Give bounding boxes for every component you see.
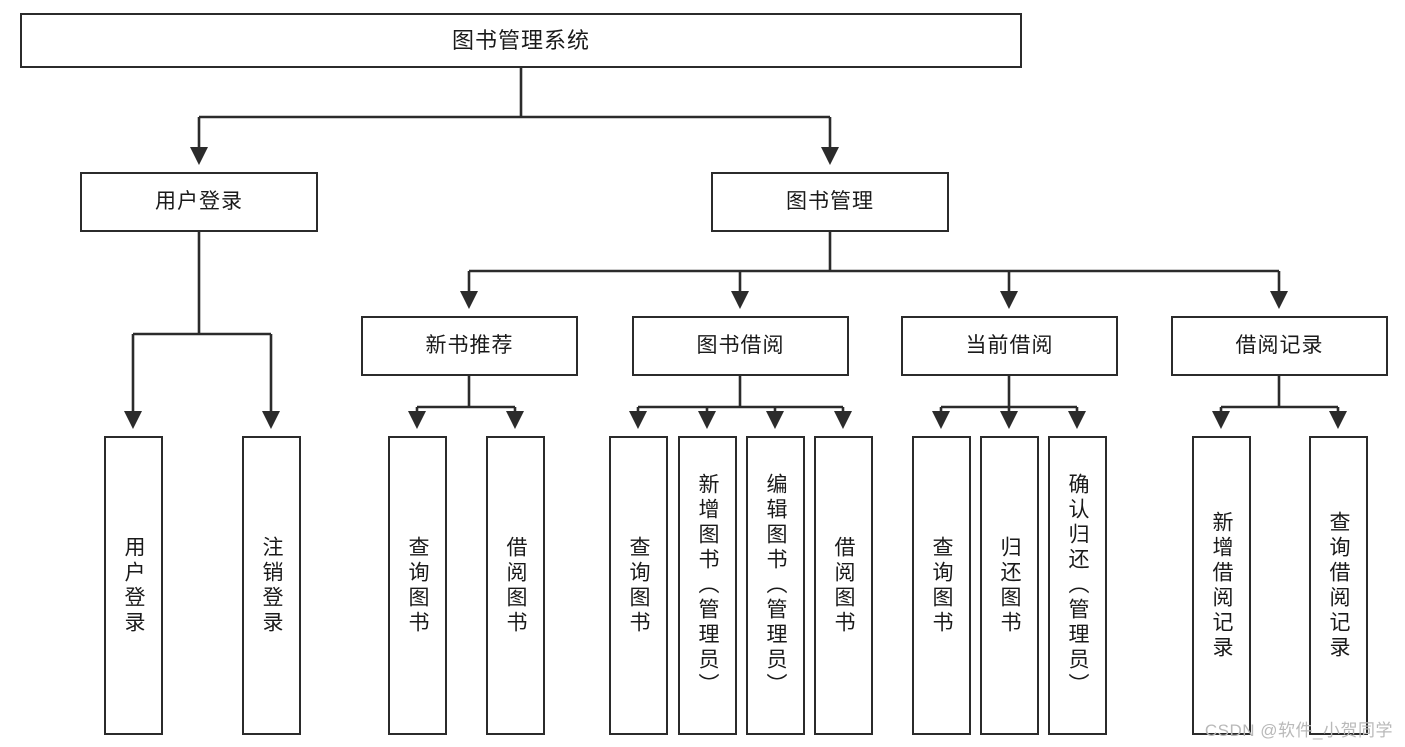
node-label: 用户登录 — [155, 189, 243, 213]
leaf-logout[interactable]: 注销登录 — [242, 436, 301, 735]
node-label: 新增图书（管理员） — [696, 473, 720, 698]
node-book-borrowing[interactable]: 图书借阅 — [632, 316, 849, 376]
node-new-book-recommendation[interactable]: 新书推荐 — [361, 316, 578, 376]
node-label: 查询借阅记录 — [1327, 510, 1351, 661]
leaf-return-books[interactable]: 归还图书 — [980, 436, 1039, 735]
node-label: 查询图书 — [930, 535, 954, 636]
node-current-borrowing[interactable]: 当前借阅 — [901, 316, 1118, 376]
node-borrowing-records[interactable]: 借阅记录 — [1171, 316, 1388, 376]
node-label: 编辑图书（管理员） — [764, 473, 788, 698]
node-label: 图书管理系统 — [451, 27, 590, 53]
node-label: 新增借阅记录 — [1210, 510, 1234, 661]
node-label: 新书推荐 — [425, 333, 514, 357]
leaf-query-books-new[interactable]: 查询图书 — [388, 436, 447, 735]
node-label: 当前借阅 — [965, 333, 1054, 357]
leaf-user-login[interactable]: 用户登录 — [104, 436, 163, 735]
leaf-borrow-books-new[interactable]: 借阅图书 — [486, 436, 545, 735]
node-root-book-management-system[interactable]: 图书管理系统 — [20, 13, 1022, 68]
node-label: 借阅图书 — [832, 535, 856, 636]
node-label: 注销登录 — [260, 535, 284, 636]
node-label: 用户登录 — [122, 535, 146, 636]
leaf-borrow-books[interactable]: 借阅图书 — [814, 436, 873, 735]
node-user-login[interactable]: 用户登录 — [80, 172, 318, 232]
leaf-edit-book-admin[interactable]: 编辑图书（管理员） — [746, 436, 805, 735]
node-label: 图书管理 — [786, 189, 874, 213]
node-label: 借阅图书 — [504, 535, 528, 636]
leaf-add-book-admin[interactable]: 新增图书（管理员） — [678, 436, 737, 735]
node-label: 查询图书 — [627, 535, 651, 636]
leaf-add-borrow-record[interactable]: 新增借阅记录 — [1192, 436, 1251, 735]
node-label: 借阅记录 — [1235, 333, 1324, 357]
node-label: 图书借阅 — [696, 333, 785, 357]
node-label: 查询图书 — [406, 535, 430, 636]
leaf-query-books-borrow[interactable]: 查询图书 — [609, 436, 668, 735]
leaf-query-books-current[interactable]: 查询图书 — [912, 436, 971, 735]
leaf-confirm-return-admin[interactable]: 确认归还（管理员） — [1048, 436, 1107, 735]
node-label: 归还图书 — [998, 535, 1022, 636]
node-book-management[interactable]: 图书管理 — [711, 172, 949, 232]
node-label: 确认归还（管理员） — [1066, 473, 1090, 698]
leaf-query-borrow-record[interactable]: 查询借阅记录 — [1309, 436, 1368, 735]
